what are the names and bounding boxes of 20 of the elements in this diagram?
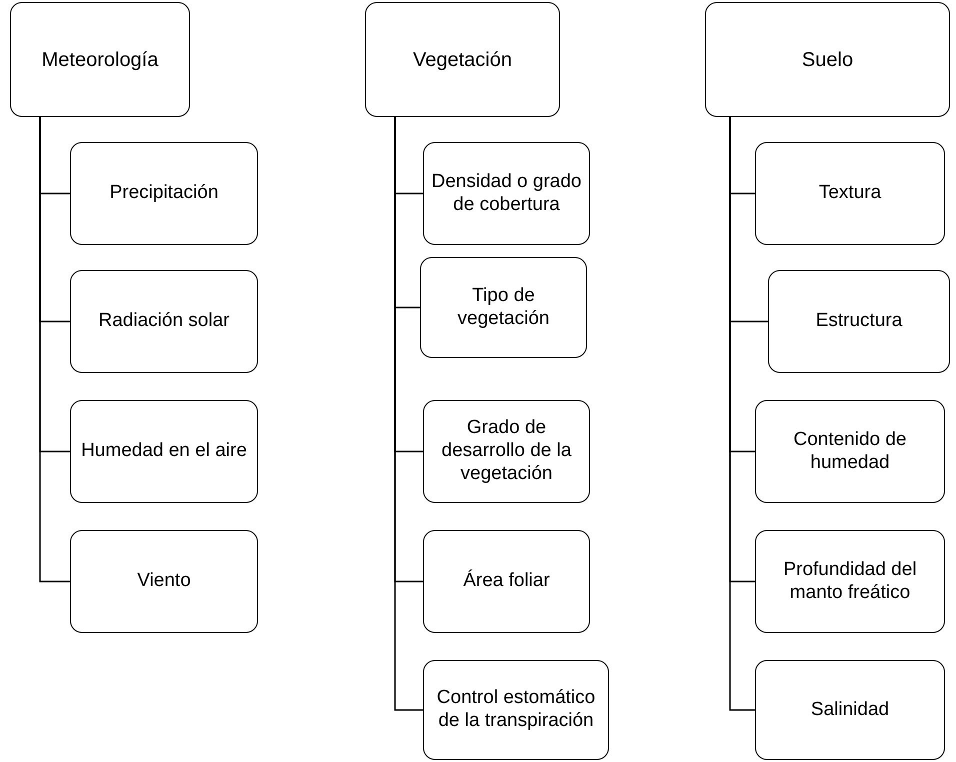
- category-box: Meteorología: [10, 2, 190, 117]
- connector-line: [39, 117, 70, 582]
- factor-box: Humedad en el aire: [70, 400, 258, 503]
- connector-line: [729, 117, 755, 711]
- factor-box: Textura: [755, 142, 945, 245]
- factor-box: Precipitación: [70, 142, 258, 245]
- factor-box: Grado de desarrollo de la vegetación: [423, 400, 590, 503]
- factor-box: Área foliar: [423, 530, 590, 633]
- connector-line: [394, 117, 423, 711]
- factor-box: Radiación solar: [70, 270, 258, 373]
- factor-box: Salinidad: [755, 660, 945, 760]
- factor-box: Control estomático de la transpiración: [423, 660, 609, 760]
- factor-box: Tipo de vegetación: [420, 257, 587, 358]
- category-box: Suelo: [705, 2, 950, 117]
- factor-box: Contenido de humedad: [755, 400, 945, 503]
- factor-box: Densidad o grado de cobertura: [423, 142, 590, 245]
- category-box: Vegetación: [365, 2, 560, 117]
- factor-box: Profundidad del manto freático: [755, 530, 945, 633]
- factor-box: Estructura: [768, 270, 950, 373]
- factor-box: Viento: [70, 530, 258, 633]
